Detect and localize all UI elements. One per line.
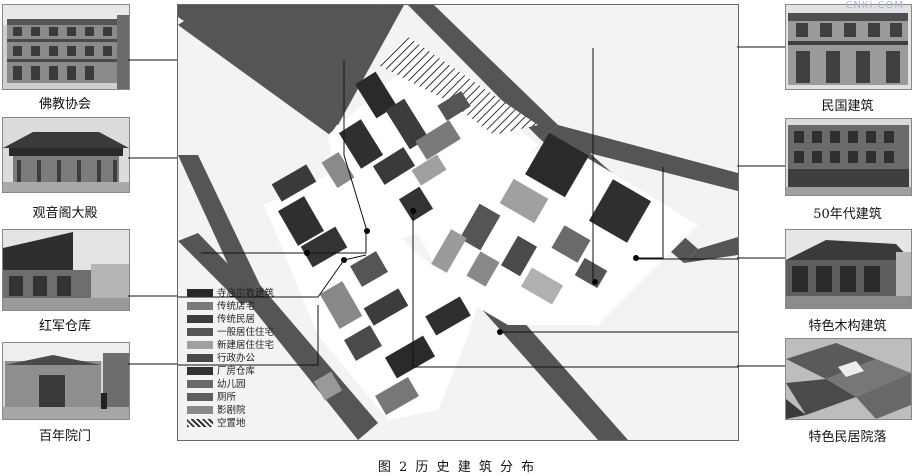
- buildings-east: [431, 132, 652, 305]
- photo-label: 特色木构建筑: [808, 319, 887, 334]
- photo-label: 佛教协会: [38, 97, 91, 112]
- photo-label: 红军仓库: [38, 319, 91, 334]
- photo-label: 50年代建筑: [813, 207, 882, 222]
- building-photo-icon: [786, 119, 911, 195]
- legend-swatch-hatch: [187, 419, 213, 427]
- buildings-southwest: [271, 164, 471, 416]
- legend-label: 幼儿园: [217, 379, 246, 390]
- legend-label: 寺庙宗教建筑: [217, 288, 275, 299]
- warehouse-photo-icon: [3, 230, 129, 310]
- wooden-house-photo-icon: [786, 230, 911, 308]
- legend-swatch: [187, 354, 213, 362]
- photo-tese-minju-yuanluo: [785, 338, 912, 420]
- legend-label: 一般居住住宅: [217, 327, 275, 338]
- legend-label: 传统店宅: [217, 301, 256, 312]
- legend-label: 厂房仓库: [217, 366, 256, 377]
- legend-label: 行政办公: [217, 353, 256, 364]
- photo-label: 特色民居院落: [808, 430, 887, 445]
- figure-caption: 图 2 历 史 建 筑 分 布: [377, 460, 537, 475]
- legend-swatch: [187, 289, 213, 297]
- watermark: CNKI.COM: [845, 0, 904, 11]
- temple-photo-icon: [3, 118, 129, 192]
- photo-label: 观音阁大殿: [32, 206, 98, 221]
- legend-label: 传统民居: [217, 314, 256, 325]
- photo-fojiao-xiehui: [2, 4, 130, 90]
- photo-label: 百年院门: [38, 429, 91, 444]
- legend-label: 厕所: [217, 392, 237, 403]
- vacant-land: [378, 37, 538, 135]
- building-photo-icon: [3, 5, 129, 89]
- legend-label: 影剧院: [217, 405, 246, 416]
- photo-label: 民国建筑: [821, 99, 874, 114]
- photo-50niandai-jianzhu: [785, 118, 912, 196]
- photo-minguo-jianzhu: [785, 4, 912, 90]
- map-canvas: [178, 5, 738, 440]
- gate-photo-icon: [3, 343, 129, 419]
- legend-swatch: [187, 380, 213, 388]
- legend-swatch: [187, 315, 213, 323]
- buildings-north: [321, 71, 471, 222]
- legend-label: 新建居住住宅: [217, 340, 275, 351]
- photo-tese-mugou-jianzhu: [785, 229, 912, 309]
- leader-lines: [178, 48, 738, 368]
- legend-swatch: [187, 406, 213, 414]
- legend-swatch: [187, 367, 213, 375]
- legend-label: 空置地: [217, 418, 246, 429]
- photo-guanyinge-dadian: [2, 117, 130, 193]
- photo-bainian-yuanmen: [2, 342, 130, 420]
- legend-swatch: [187, 393, 213, 401]
- roofs-photo-icon: [786, 339, 911, 419]
- photo-hongjun-cangku: [2, 229, 130, 311]
- historic-district-map: 寺庙宗教建筑 传统店宅 传统民居 一般居住住宅 新建居住住宅 行政办公 厂房仓库…: [177, 4, 739, 441]
- legend-swatch: [187, 302, 213, 310]
- legend-swatch: [187, 341, 213, 349]
- legend-swatch: [187, 328, 213, 336]
- building-photo-icon: [786, 5, 911, 89]
